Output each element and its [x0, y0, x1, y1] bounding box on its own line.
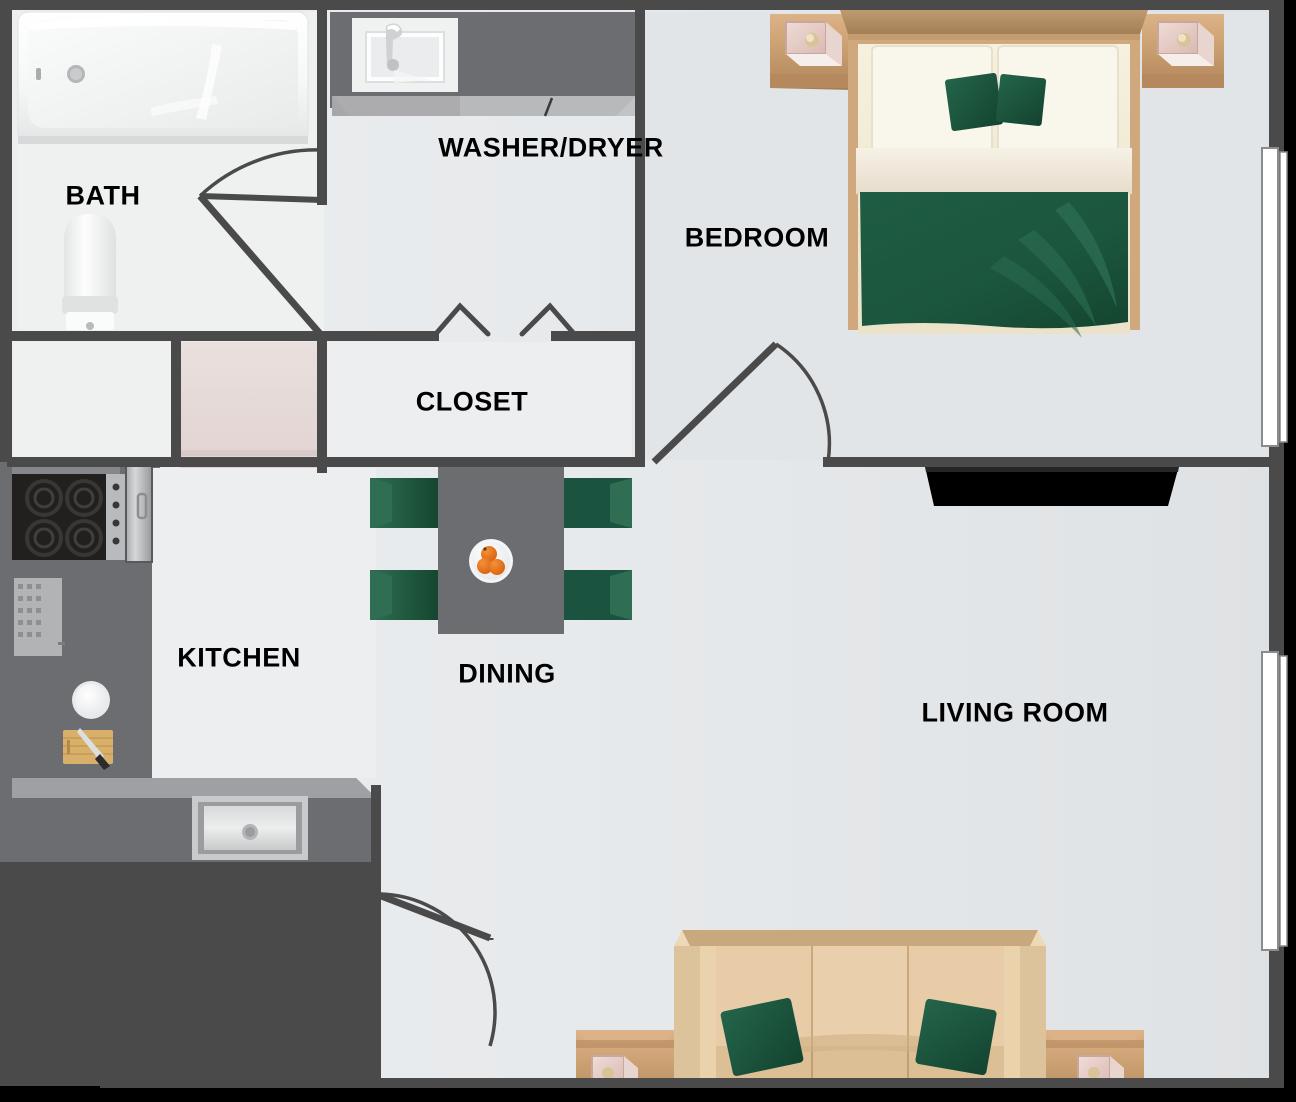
- dish-rack-icon: [14, 578, 65, 656]
- dining-area: [370, 464, 632, 634]
- cutting-board-knife-icon: [63, 728, 113, 770]
- nightstand-left-icon: [770, 14, 852, 90]
- bottom-wall-band: [100, 1078, 1284, 1088]
- closet-strip-area: [14, 342, 632, 482]
- table-lamp-left-icon: [785, 21, 842, 66]
- entry-door-icon: [374, 890, 497, 1047]
- table-lamp-right-icon: [1157, 21, 1214, 66]
- windows-group: [1261, 147, 1288, 951]
- living-room-window-icon: [1261, 651, 1288, 951]
- refrigerator-icon: [125, 465, 153, 563]
- nightstand-right-icon: [1142, 14, 1224, 88]
- three-seat-sofa-icon: [674, 930, 1046, 1092]
- queen-bed-icon: [840, 10, 1148, 338]
- plate-icon: [72, 681, 110, 719]
- wall-mounted-tv-icon: [924, 462, 1180, 506]
- toilet-icon: [62, 214, 118, 330]
- bedroom-door-icon: [651, 341, 832, 465]
- bed-throw-pillows-icon: [945, 73, 1047, 131]
- kitchen-counter-lower: [12, 778, 376, 862]
- bath-door-icon: [197, 148, 325, 339]
- bedroom-window-icon: [1261, 147, 1288, 447]
- range-cooktop-icon: [12, 462, 126, 560]
- washer-dryer-area: [330, 12, 636, 117]
- kitchen-sink-icon: [192, 796, 308, 860]
- living-room-area: [576, 462, 1180, 1098]
- vanity-sink-icon: [352, 18, 458, 92]
- dining-chairs-icon: [370, 478, 632, 620]
- closet-bifold-doors-icon: [431, 302, 579, 339]
- fruit-bowl-icon: [469, 539, 513, 583]
- bedroom-area: [644, 10, 1274, 460]
- kitchen-area: [12, 462, 376, 862]
- bathtub-icon: [17, 11, 309, 144]
- bottom-shadow: [0, 1086, 1296, 1102]
- sofa-throw-pillows-icon: [720, 997, 997, 1077]
